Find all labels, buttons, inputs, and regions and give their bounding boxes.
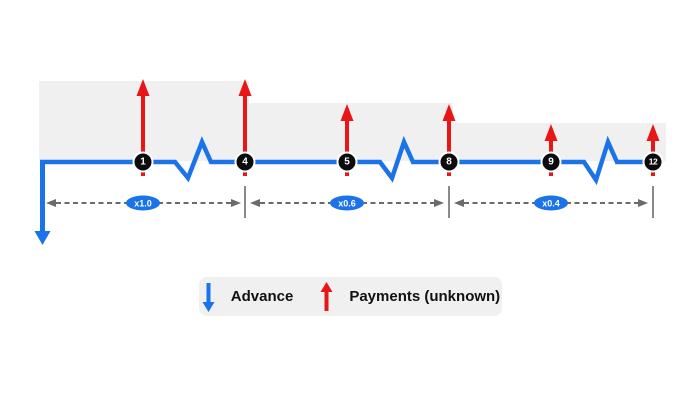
interval-multiplier-pill-2: x0.6 <box>330 195 364 211</box>
timeline-node-4: 4 <box>234 151 256 173</box>
interval-multiplier-pill-1: x1.0 <box>126 195 160 211</box>
legend-item-payments: Payments (unknown) <box>319 281 500 313</box>
timeline-baseline <box>40 135 661 186</box>
interval-multiplier-pill-3: x0.4 <box>534 195 568 211</box>
legend-payments-label: Payments (unknown) <box>349 288 501 305</box>
timeline-node-1: 1 <box>132 151 154 173</box>
shaded-band-x0.4 <box>453 123 666 161</box>
timeline-node-12: 12 <box>642 151 664 173</box>
timeline-node-9: 9 <box>540 151 562 173</box>
shaded-band-x0.6 <box>249 103 453 161</box>
advance-down-arrow-icon <box>202 282 215 312</box>
timeline-node-5: 5 <box>336 151 358 173</box>
legend-advance-label: Advance <box>230 288 294 305</box>
timeline-node-8: 8 <box>438 151 460 173</box>
payments-up-arrow-icon <box>320 281 333 311</box>
legend-item-advance: Advance <box>201 281 294 313</box>
legend: Advance Payments (unknown) <box>199 277 502 316</box>
advance-arrow-icon <box>34 160 51 245</box>
